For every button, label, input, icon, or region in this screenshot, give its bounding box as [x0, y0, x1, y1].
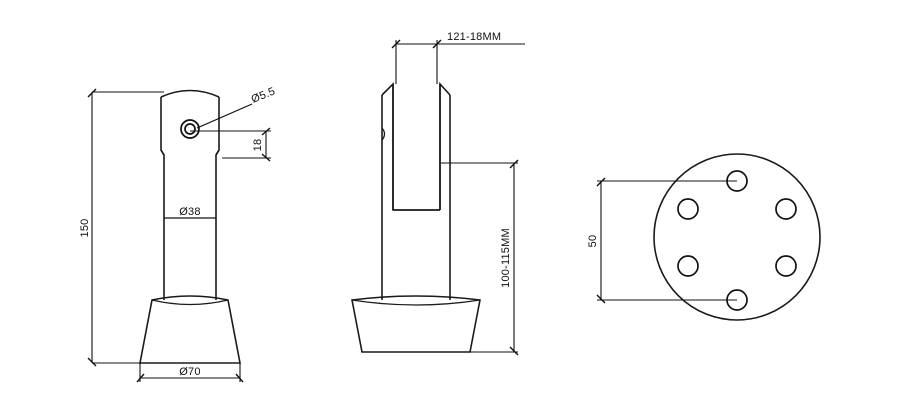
- bolt-hole-upper-left: [677, 198, 699, 220]
- shaft-lower-body: [163, 218, 217, 300]
- bolt-hole-upper-right: [775, 198, 797, 220]
- dim-adjust-height-text: 100-115MM: [500, 228, 512, 288]
- dim-150-arrow-top: [87, 88, 97, 98]
- dim-150-text: 150: [79, 219, 91, 238]
- side-left-notch: [381, 127, 386, 141]
- view-front-elevation: 150 Ø5.5 18 Ø38 Ø70: [79, 85, 277, 383]
- dim-50-text: 50: [587, 235, 599, 248]
- view-side-elevation: 121-18MM 100-115MM: [351, 31, 525, 356]
- side-base-skirt: [351, 295, 481, 353]
- mount-hole-outer-circle: [180, 119, 200, 139]
- mount-hole-inner-circle: [184, 123, 196, 135]
- dim-adjust-arrow-bottom: [509, 346, 519, 356]
- shaft-upper-body: [160, 97, 220, 218]
- dim-38-text: Ø38: [179, 206, 200, 218]
- dim-18-text: 18: [252, 139, 264, 152]
- side-chamfer-right: [439, 81, 451, 210]
- dim-70-text: Ø70: [179, 366, 200, 378]
- dim-18-arrow-bottom: [261, 153, 271, 162]
- dim-50-arrow-top: [596, 177, 606, 187]
- dim-150-arrow-bottom: [87, 357, 97, 367]
- base-skirt: [139, 295, 241, 364]
- bolt-hole-lower-left: [677, 255, 699, 277]
- side-chamfer-left: [381, 82, 440, 211]
- dim-slot-arrow-right: [432, 39, 442, 49]
- dim-hole-leader-line: [196, 103, 253, 129]
- dim-50-arrow-bottom: [596, 294, 606, 304]
- bolt-hole-lower-right: [775, 255, 797, 277]
- dim-slot-arrow-left: [391, 39, 401, 49]
- dim-hole-dia-text: Ø5.5: [250, 85, 277, 105]
- side-base-top-rim: [351, 299, 481, 306]
- dim-adjust-arrow-top: [509, 159, 519, 169]
- dim-70-arrow-left: [136, 373, 145, 383]
- base-top-rim: [151, 299, 229, 306]
- dim-slot-width-text: 121-18MM: [447, 31, 501, 43]
- shaft-shoulder-step: [160, 149, 220, 156]
- dim-18-arrow-top: [261, 127, 271, 136]
- view-plan-bolt-pattern: 50: [587, 153, 821, 321]
- base-plate-circle: [653, 153, 821, 321]
- dim-70-arrow-right: [235, 373, 244, 383]
- shaft-top-dome: [160, 89, 220, 98]
